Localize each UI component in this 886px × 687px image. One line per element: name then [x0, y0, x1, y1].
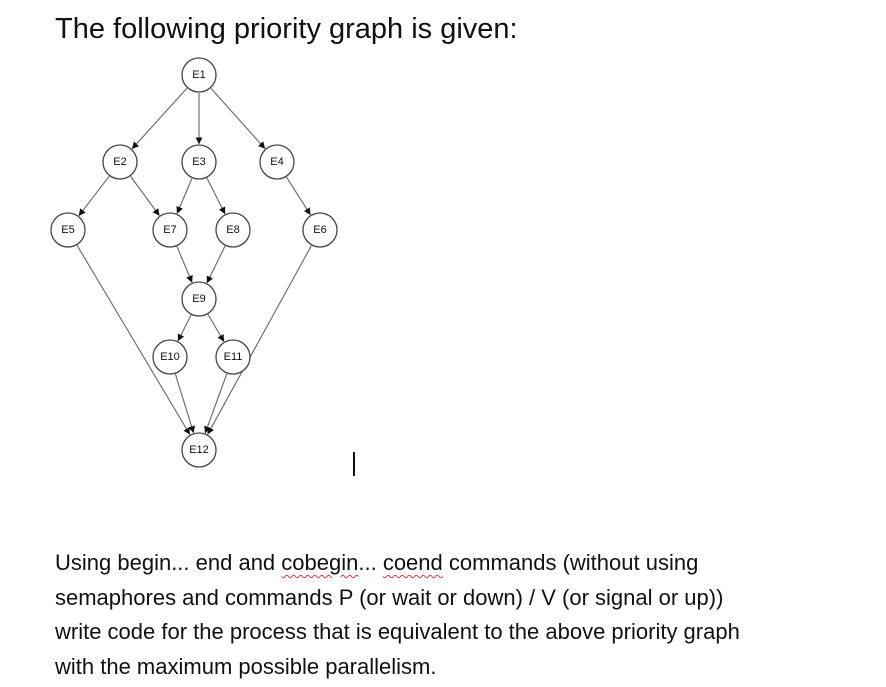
- node-circle: [102, 144, 138, 180]
- edge-e2-e7: [130, 176, 160, 216]
- node-e2: E2: [102, 144, 138, 180]
- node-label: E12: [189, 444, 209, 456]
- node-label: E7: [163, 224, 176, 236]
- edge-e4-e6: [286, 176, 311, 216]
- edge-e6-e12: [207, 245, 312, 435]
- node-label: E11: [224, 351, 243, 363]
- node-e10: E10: [152, 339, 188, 375]
- question-text: Using begin... end and cobegin... coend …: [55, 546, 880, 684]
- node-e1: E1: [181, 57, 217, 93]
- node-circle: [215, 212, 251, 248]
- node-label: E10: [160, 351, 180, 363]
- node-e8: E8: [215, 212, 251, 248]
- edge-e1-e2: [131, 87, 188, 150]
- node-circle: [181, 144, 217, 180]
- question-line-1-c: ...: [358, 550, 383, 575]
- question-line-1: Using begin... end and cobegin... coend …: [55, 546, 880, 581]
- node-e4: E4: [259, 144, 295, 180]
- node-e7: E7: [152, 212, 188, 248]
- node-label: E1: [192, 69, 205, 81]
- edge-e9-e10: [177, 314, 192, 342]
- node-circle: [50, 212, 86, 248]
- node-label: E6: [313, 224, 326, 236]
- node-circle: [259, 144, 295, 180]
- node-circle: [152, 339, 188, 375]
- node-label: E9: [192, 293, 205, 305]
- text-cursor: [353, 452, 355, 476]
- heading: The following priority graph is given:: [55, 13, 518, 45]
- edge-e3-e8: [206, 177, 226, 215]
- node-label: E8: [226, 224, 239, 236]
- node-e12: E12: [181, 432, 217, 468]
- node-circle: [181, 57, 217, 93]
- node-circle: [181, 281, 217, 317]
- node-label: E2: [113, 156, 126, 168]
- edge-e3-e7: [176, 178, 193, 214]
- edge-e2-e5: [78, 175, 110, 217]
- edge-e9-e11: [207, 314, 225, 342]
- node-circle: [302, 212, 338, 248]
- edge-e11-e12: [204, 373, 228, 434]
- node-e5: E5: [50, 212, 86, 248]
- edge-e8-e9: [206, 245, 226, 284]
- edge-e10-e12: [174, 374, 195, 434]
- node-label: E3: [192, 156, 205, 168]
- node-e6: E6: [302, 212, 338, 248]
- node-label: E5: [61, 224, 74, 236]
- node-e3: E3: [181, 144, 217, 180]
- question-line-1-e: commands (without using: [442, 550, 699, 575]
- edge-e7-e9: [176, 246, 193, 283]
- node-e11: E11: [215, 339, 251, 375]
- edge-layer: [76, 87, 312, 435]
- question-line-3: write code for the process that is equiv…: [55, 619, 740, 644]
- edge-e5-e12: [76, 245, 191, 435]
- question-word-cobegin: cobegin: [281, 550, 359, 575]
- node-label: E4: [270, 156, 283, 168]
- node-circle: [152, 212, 188, 248]
- node-circle: [181, 432, 217, 468]
- question-line-2: semaphores and commands P (or wait or do…: [55, 584, 724, 610]
- question-line-1-a: Using begin... end and: [55, 550, 282, 575]
- question-line-4: with the maximum possible parallelism.: [55, 653, 437, 679]
- node-e9: E9: [181, 281, 217, 317]
- node-circle: [215, 339, 251, 375]
- question-word-coend: coend: [382, 550, 443, 575]
- edge-e1-e4: [210, 88, 266, 149]
